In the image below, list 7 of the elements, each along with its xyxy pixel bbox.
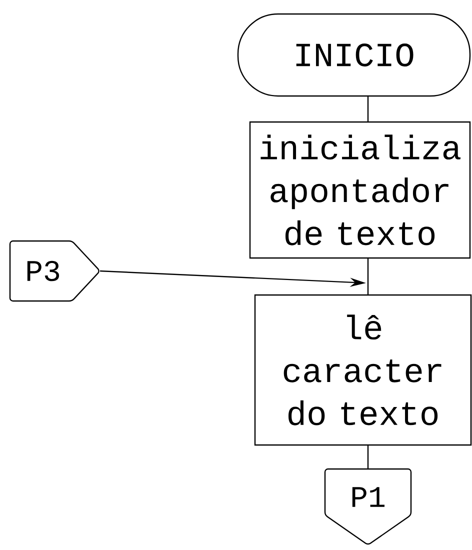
process-box: lê caracter do texto <box>254 294 472 446</box>
connector-line <box>367 258 369 295</box>
connector-line <box>367 96 369 122</box>
process-box: inicializa apontador de texto <box>249 121 471 259</box>
offpage-connector: P1 <box>324 468 412 545</box>
offpage-connector: P3 <box>9 240 100 302</box>
connector-line <box>367 445 369 469</box>
